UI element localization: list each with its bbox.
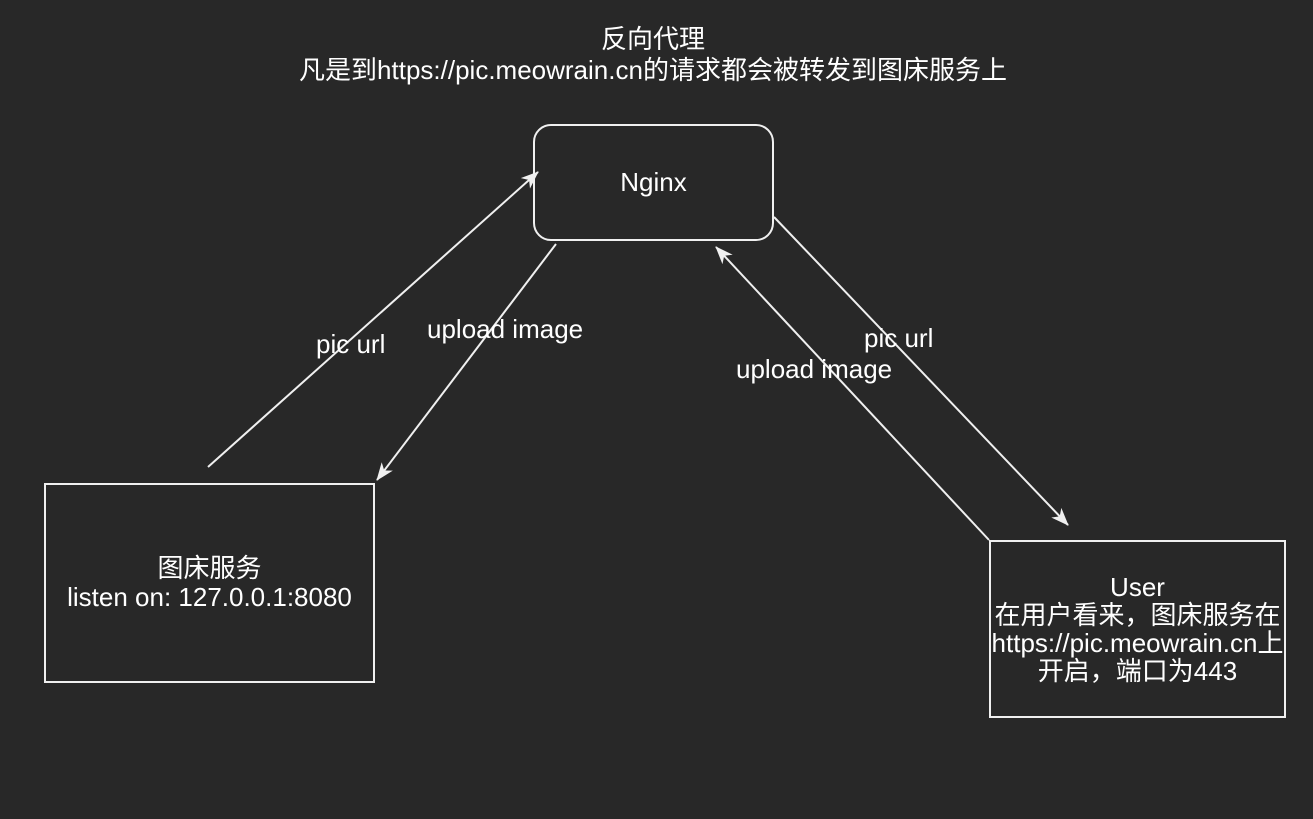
diagram-title: 反向代理 凡是到https://pic.meowrain.cn的请求都会被转发到…: [0, 24, 1306, 86]
arrow-user-to-nginx: [715, 246, 990, 541]
arrow-nginx-to-service: [376, 243, 557, 481]
node-user-name: User: [1110, 572, 1165, 602]
edge-label-nginx-to-user: pic url: [864, 323, 934, 353]
node-pic-service: 图床服务 listen on: 127.0.0.1:8080: [44, 483, 375, 683]
node-user: User 在用户看来，图床服务在 https://pic.meowrain.cn…: [989, 540, 1286, 718]
title-line-2: 凡是到https://pic.meowrain.cn的请求都会被转发到图床服务上: [299, 55, 1007, 85]
node-pic-service-name: 图床服务: [157, 553, 262, 583]
node-pic-service-detail: listen on: 127.0.0.1:8080: [67, 582, 352, 612]
edge-label-user-to-nginx: upload image: [736, 354, 893, 384]
node-user-desc-line-1: 在用户看来，图床服务在: [994, 600, 1281, 630]
title-line-1: 反向代理: [600, 24, 705, 54]
edge-label-nginx-to-service: upload image: [427, 314, 584, 344]
node-user-desc-line-3: 开启，端口为443: [1037, 656, 1238, 686]
node-nginx-label: Nginx: [620, 167, 687, 197]
node-user-desc-line-2: https://pic.meowrain.cn上: [991, 628, 1284, 658]
edge-label-service-to-nginx: pic url: [316, 329, 386, 359]
node-nginx: Nginx: [533, 124, 774, 241]
